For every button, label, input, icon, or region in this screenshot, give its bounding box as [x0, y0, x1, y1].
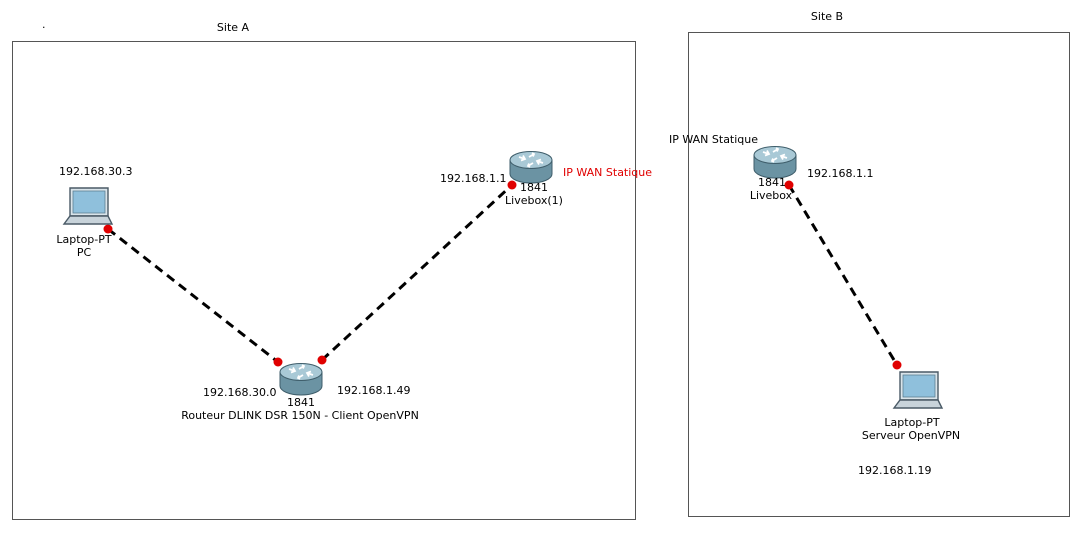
router-ip-right: 192.168.1.49 [337, 384, 411, 397]
livebox1-wan-label: IP WAN Statique [563, 166, 653, 179]
router-dlink-icon[interactable] [278, 362, 324, 396]
pc-model: Laptop-PT [56, 233, 112, 246]
router-livebox1-icon[interactable] [508, 150, 554, 184]
server-name: Serveur OpenVPN [861, 429, 961, 442]
router-livebox-icon[interactable] [752, 145, 798, 179]
livebox1-model: 1841 [520, 181, 548, 194]
site-a-title: Site A [216, 21, 250, 34]
router-ip-left: 192.168.30.0 [203, 386, 277, 399]
livebox-model: 1841 [758, 176, 786, 189]
server-model: Laptop-PT [884, 416, 940, 429]
port-router-right[interactable] [317, 355, 327, 365]
livebox-wan-label: IP WAN Statique [669, 133, 759, 146]
pc-name: PC [76, 246, 92, 259]
site-b-title: Site B [810, 10, 844, 23]
port-server[interactable] [892, 360, 902, 370]
port-livebox1[interactable] [507, 180, 517, 190]
port-pc[interactable] [103, 224, 113, 234]
livebox-name: Livebox [749, 189, 793, 202]
pc-ip: 192.168.30.3 [59, 165, 133, 178]
livebox-ip: 192.168.1.1 [807, 167, 874, 180]
router-model: 1841 [287, 396, 315, 409]
site-b-area [688, 32, 1070, 517]
port-router-left[interactable] [273, 357, 283, 367]
router-name: Routeur DLINK DSR 150N - Client OpenVPN [181, 409, 419, 422]
stray-mark: . [42, 18, 46, 31]
livebox1-name: Livebox(1) [505, 194, 563, 207]
link-pc-router[interactable] [107, 227, 279, 364]
laptop-pc-icon[interactable] [62, 186, 114, 228]
laptop-server-icon[interactable] [892, 370, 944, 412]
livebox1-ip: 192.168.1.1 [440, 172, 507, 185]
site-a-area [12, 41, 636, 520]
server-ip: 192.168.1.19 [858, 464, 932, 477]
link-router-livebox1[interactable] [320, 183, 514, 362]
link-livebox-server[interactable] [787, 184, 899, 366]
port-livebox[interactable] [784, 180, 794, 190]
